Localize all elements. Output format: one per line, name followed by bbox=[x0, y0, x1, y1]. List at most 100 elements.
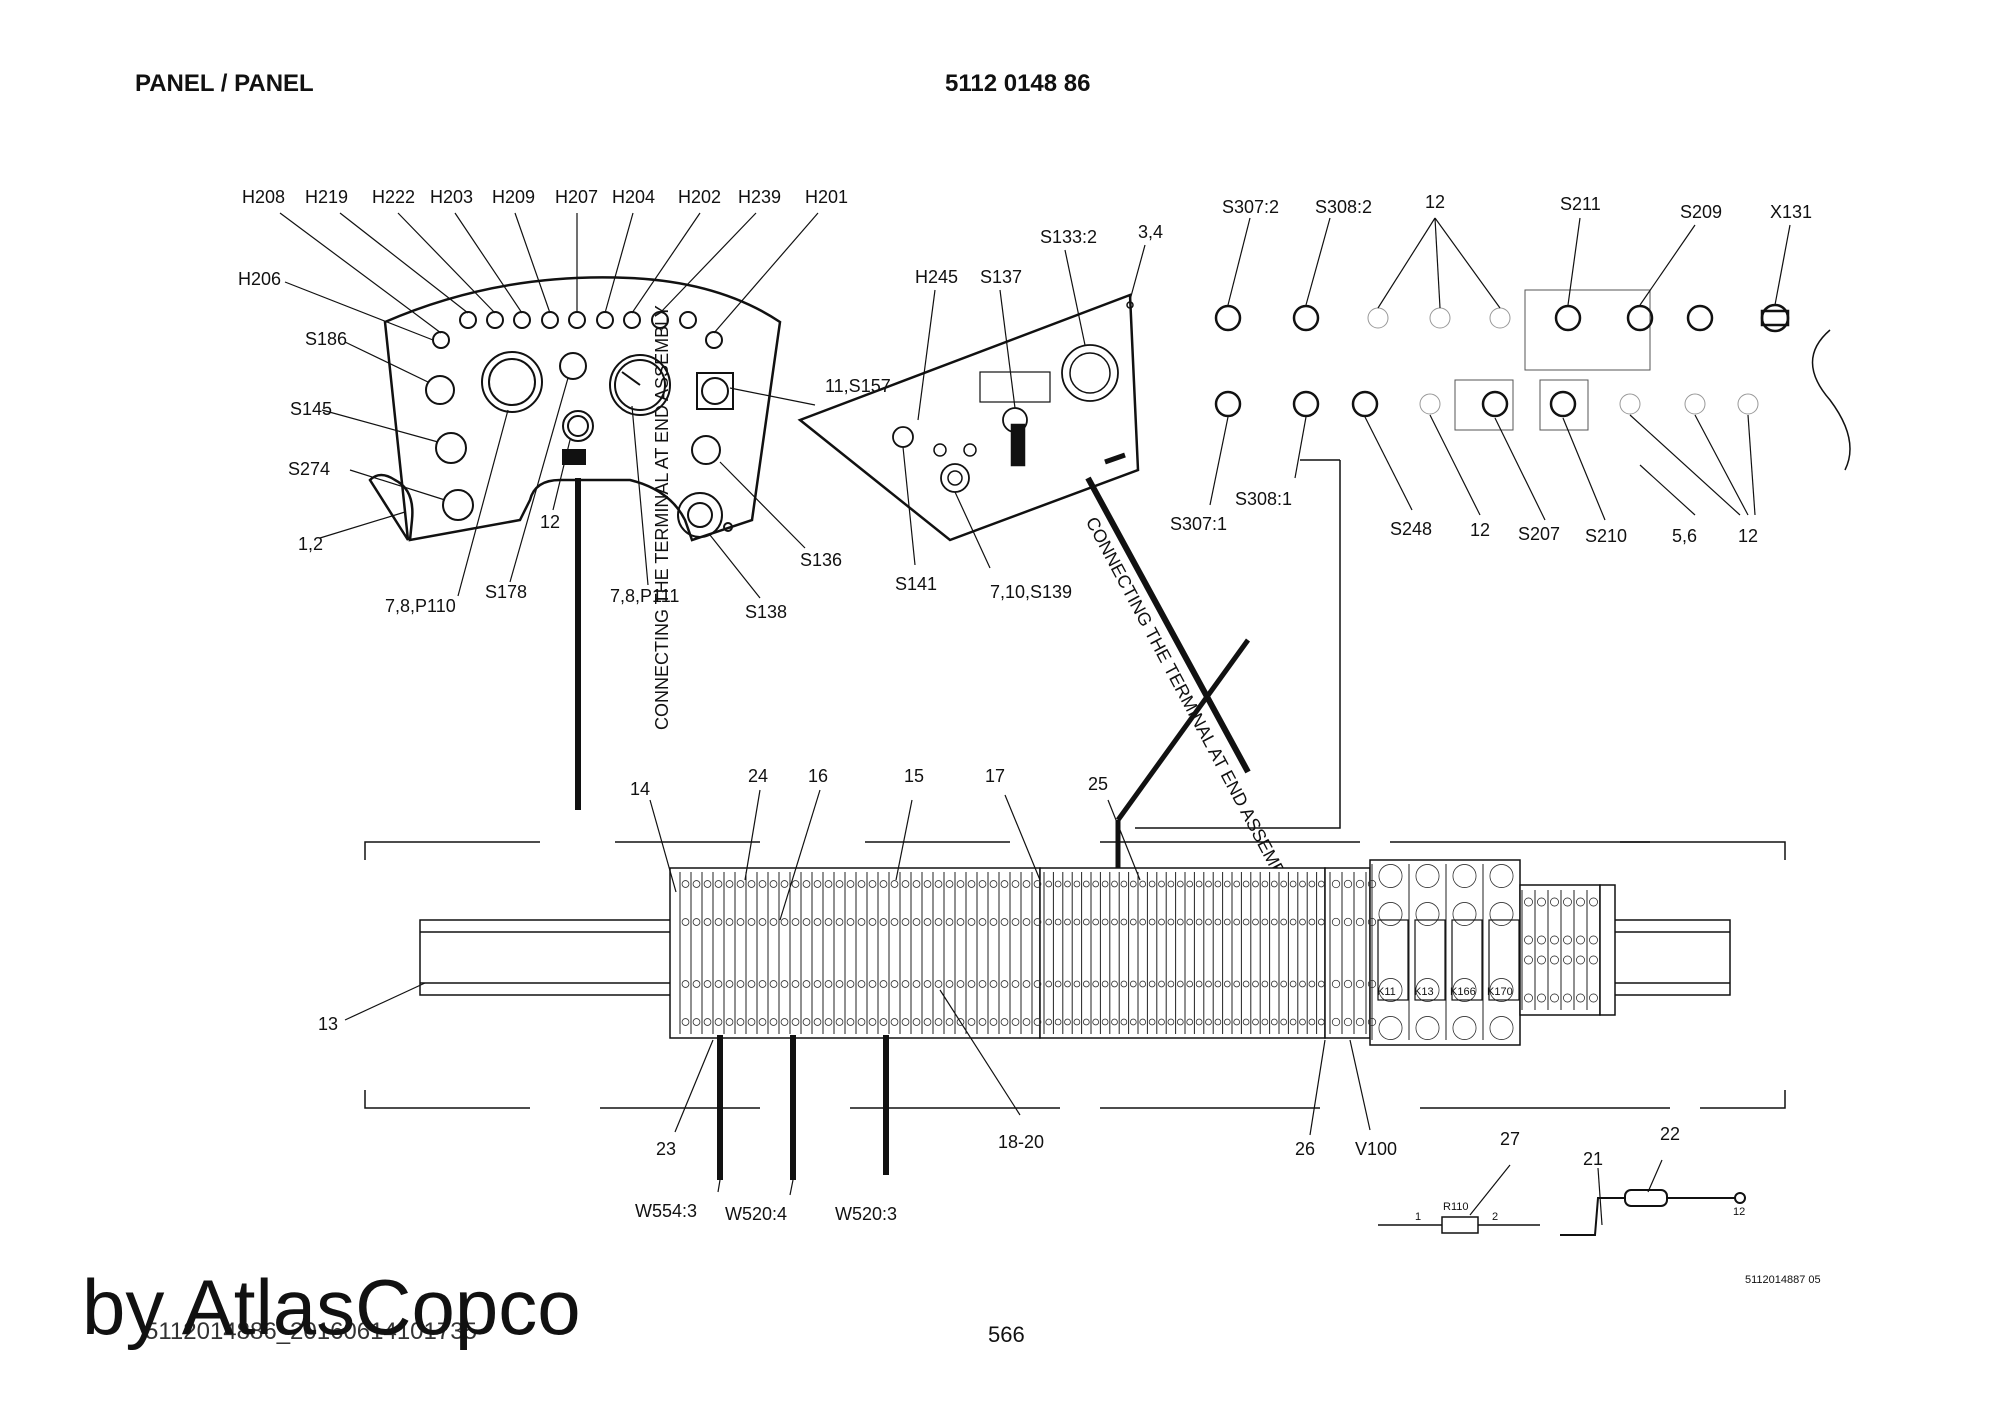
relay-body bbox=[1488, 919, 1520, 1001]
terminal-screw bbox=[1317, 980, 1325, 988]
terminal-screw bbox=[978, 918, 987, 926]
callout-23: 23 bbox=[656, 1139, 676, 1159]
left-panel-callouts: H208 H219 H222 H203 H209 H207 H204 H202 … bbox=[238, 187, 891, 622]
terminal-screw bbox=[1415, 1016, 1440, 1040]
callout-18-20: 18-20 bbox=[998, 1132, 1044, 1152]
terminal-screw bbox=[1233, 880, 1241, 888]
callout-s308-2: S308:2 bbox=[1315, 197, 1372, 217]
middle-panel bbox=[797, 293, 1341, 880]
terminal-screw bbox=[1343, 917, 1353, 927]
terminal-screw bbox=[791, 880, 800, 888]
terminal-screw bbox=[1331, 917, 1341, 927]
terminal-screw bbox=[1299, 980, 1306, 988]
terminal-screw bbox=[1195, 918, 1203, 926]
relay-k166: K166 bbox=[1450, 986, 1476, 998]
terminal-screw bbox=[835, 980, 844, 988]
terminal-screw bbox=[956, 880, 965, 888]
right-panel-callouts: S307:2 S308:2 12 S211 S209 X131 S307:1 S… bbox=[1170, 192, 1812, 546]
terminal-screw bbox=[923, 980, 932, 988]
terminal-screw bbox=[1120, 980, 1128, 988]
terminal-screw bbox=[1167, 980, 1175, 988]
terminal-screw bbox=[1045, 918, 1053, 926]
terminal-screw bbox=[1317, 880, 1325, 888]
callout-h202: H202 bbox=[678, 187, 721, 207]
terminal-screw bbox=[681, 980, 690, 988]
terminal-screw bbox=[1289, 880, 1297, 888]
terminal-screw bbox=[1299, 880, 1306, 888]
terminal-screw bbox=[1139, 880, 1147, 888]
terminal-screw bbox=[1589, 897, 1598, 907]
terminal-screw bbox=[1524, 935, 1533, 945]
callout-12-top: 12 bbox=[1425, 192, 1445, 212]
terminal-screw bbox=[1576, 993, 1585, 1003]
terminal-screw bbox=[1576, 935, 1585, 945]
terminal-screw bbox=[780, 980, 789, 988]
terminal-screw bbox=[1111, 918, 1118, 926]
callout-h219: H219 bbox=[305, 187, 348, 207]
callout-v100: V100 bbox=[1355, 1139, 1397, 1159]
terminal-screw bbox=[1214, 880, 1222, 888]
terminal-screw bbox=[1563, 955, 1572, 965]
terminal-screw bbox=[1299, 918, 1306, 926]
callout-21: 21 bbox=[1583, 1149, 1603, 1169]
terminal-screw bbox=[1524, 993, 1533, 1003]
right-panel bbox=[1214, 289, 1851, 471]
middle-panel-leaders bbox=[902, 244, 1146, 569]
terminal-screw bbox=[1167, 918, 1175, 926]
terminal-screw bbox=[1120, 880, 1128, 888]
callout-17: 17 bbox=[985, 766, 1005, 786]
terminal-screw bbox=[1317, 1018, 1325, 1026]
terminal-screw bbox=[1537, 897, 1546, 907]
terminal-screw bbox=[1022, 880, 1031, 888]
terminal-screw bbox=[1233, 1018, 1241, 1026]
callout-s307-2: S307:2 bbox=[1222, 197, 1279, 217]
terminal-screw bbox=[1022, 918, 1031, 926]
terminal-screw bbox=[1092, 980, 1100, 988]
terminal-screw bbox=[1082, 880, 1090, 888]
terminal-screw bbox=[1214, 918, 1222, 926]
callout-s308-1: S308:1 bbox=[1235, 489, 1292, 509]
terminal-screw bbox=[934, 1018, 943, 1026]
terminal-screw bbox=[1073, 918, 1081, 926]
terminal-screw bbox=[1550, 935, 1559, 945]
terminal-screw bbox=[1082, 980, 1090, 988]
terminal-screw bbox=[1101, 918, 1109, 926]
doc-code: 5112014887 05 bbox=[1745, 1274, 1821, 1286]
terminal-screw bbox=[1000, 918, 1009, 926]
terminal-screw bbox=[978, 880, 987, 888]
terminal-screw bbox=[1452, 864, 1477, 888]
terminal-screw bbox=[945, 918, 954, 926]
terminal-screw bbox=[1033, 880, 1042, 888]
terminal-screw bbox=[1186, 1018, 1194, 1026]
terminal-screw bbox=[1186, 918, 1194, 926]
terminal-screw bbox=[1111, 1018, 1118, 1026]
terminal-screw bbox=[1214, 1018, 1222, 1026]
terminal-screw bbox=[1308, 880, 1316, 888]
terminal-screw bbox=[879, 880, 888, 888]
terminal-screw bbox=[725, 880, 734, 888]
relay-body bbox=[1414, 919, 1446, 1001]
terminal-screw bbox=[857, 918, 866, 926]
terminal-screw bbox=[1489, 1016, 1514, 1040]
terminal-screw bbox=[747, 980, 756, 988]
terminal-screw bbox=[1139, 980, 1147, 988]
terminal-screw bbox=[1129, 918, 1137, 926]
terminal-screw bbox=[824, 880, 833, 888]
callout-p110: 7,8,P110 bbox=[385, 596, 456, 616]
terminal-screw bbox=[1289, 918, 1297, 926]
terminal-screw bbox=[1158, 918, 1165, 926]
fuse-end-label: 12 bbox=[1733, 1206, 1745, 1218]
terminal-screw bbox=[901, 880, 910, 888]
callout-s145: S145 bbox=[290, 399, 332, 419]
terminal-screw bbox=[890, 980, 899, 988]
terminal-screw bbox=[1011, 918, 1020, 926]
terminal-screw bbox=[780, 918, 789, 926]
cable-w554-3: W554:3 bbox=[635, 1201, 697, 1221]
terminal-screw bbox=[846, 1018, 855, 1026]
terminal-screw bbox=[1280, 880, 1288, 888]
terminal-screw bbox=[956, 918, 965, 926]
relay-k11: K11 bbox=[1377, 986, 1396, 998]
terminal-screw bbox=[1252, 980, 1259, 988]
terminal-screw bbox=[1167, 1018, 1175, 1026]
callout-h201: H201 bbox=[805, 187, 848, 207]
